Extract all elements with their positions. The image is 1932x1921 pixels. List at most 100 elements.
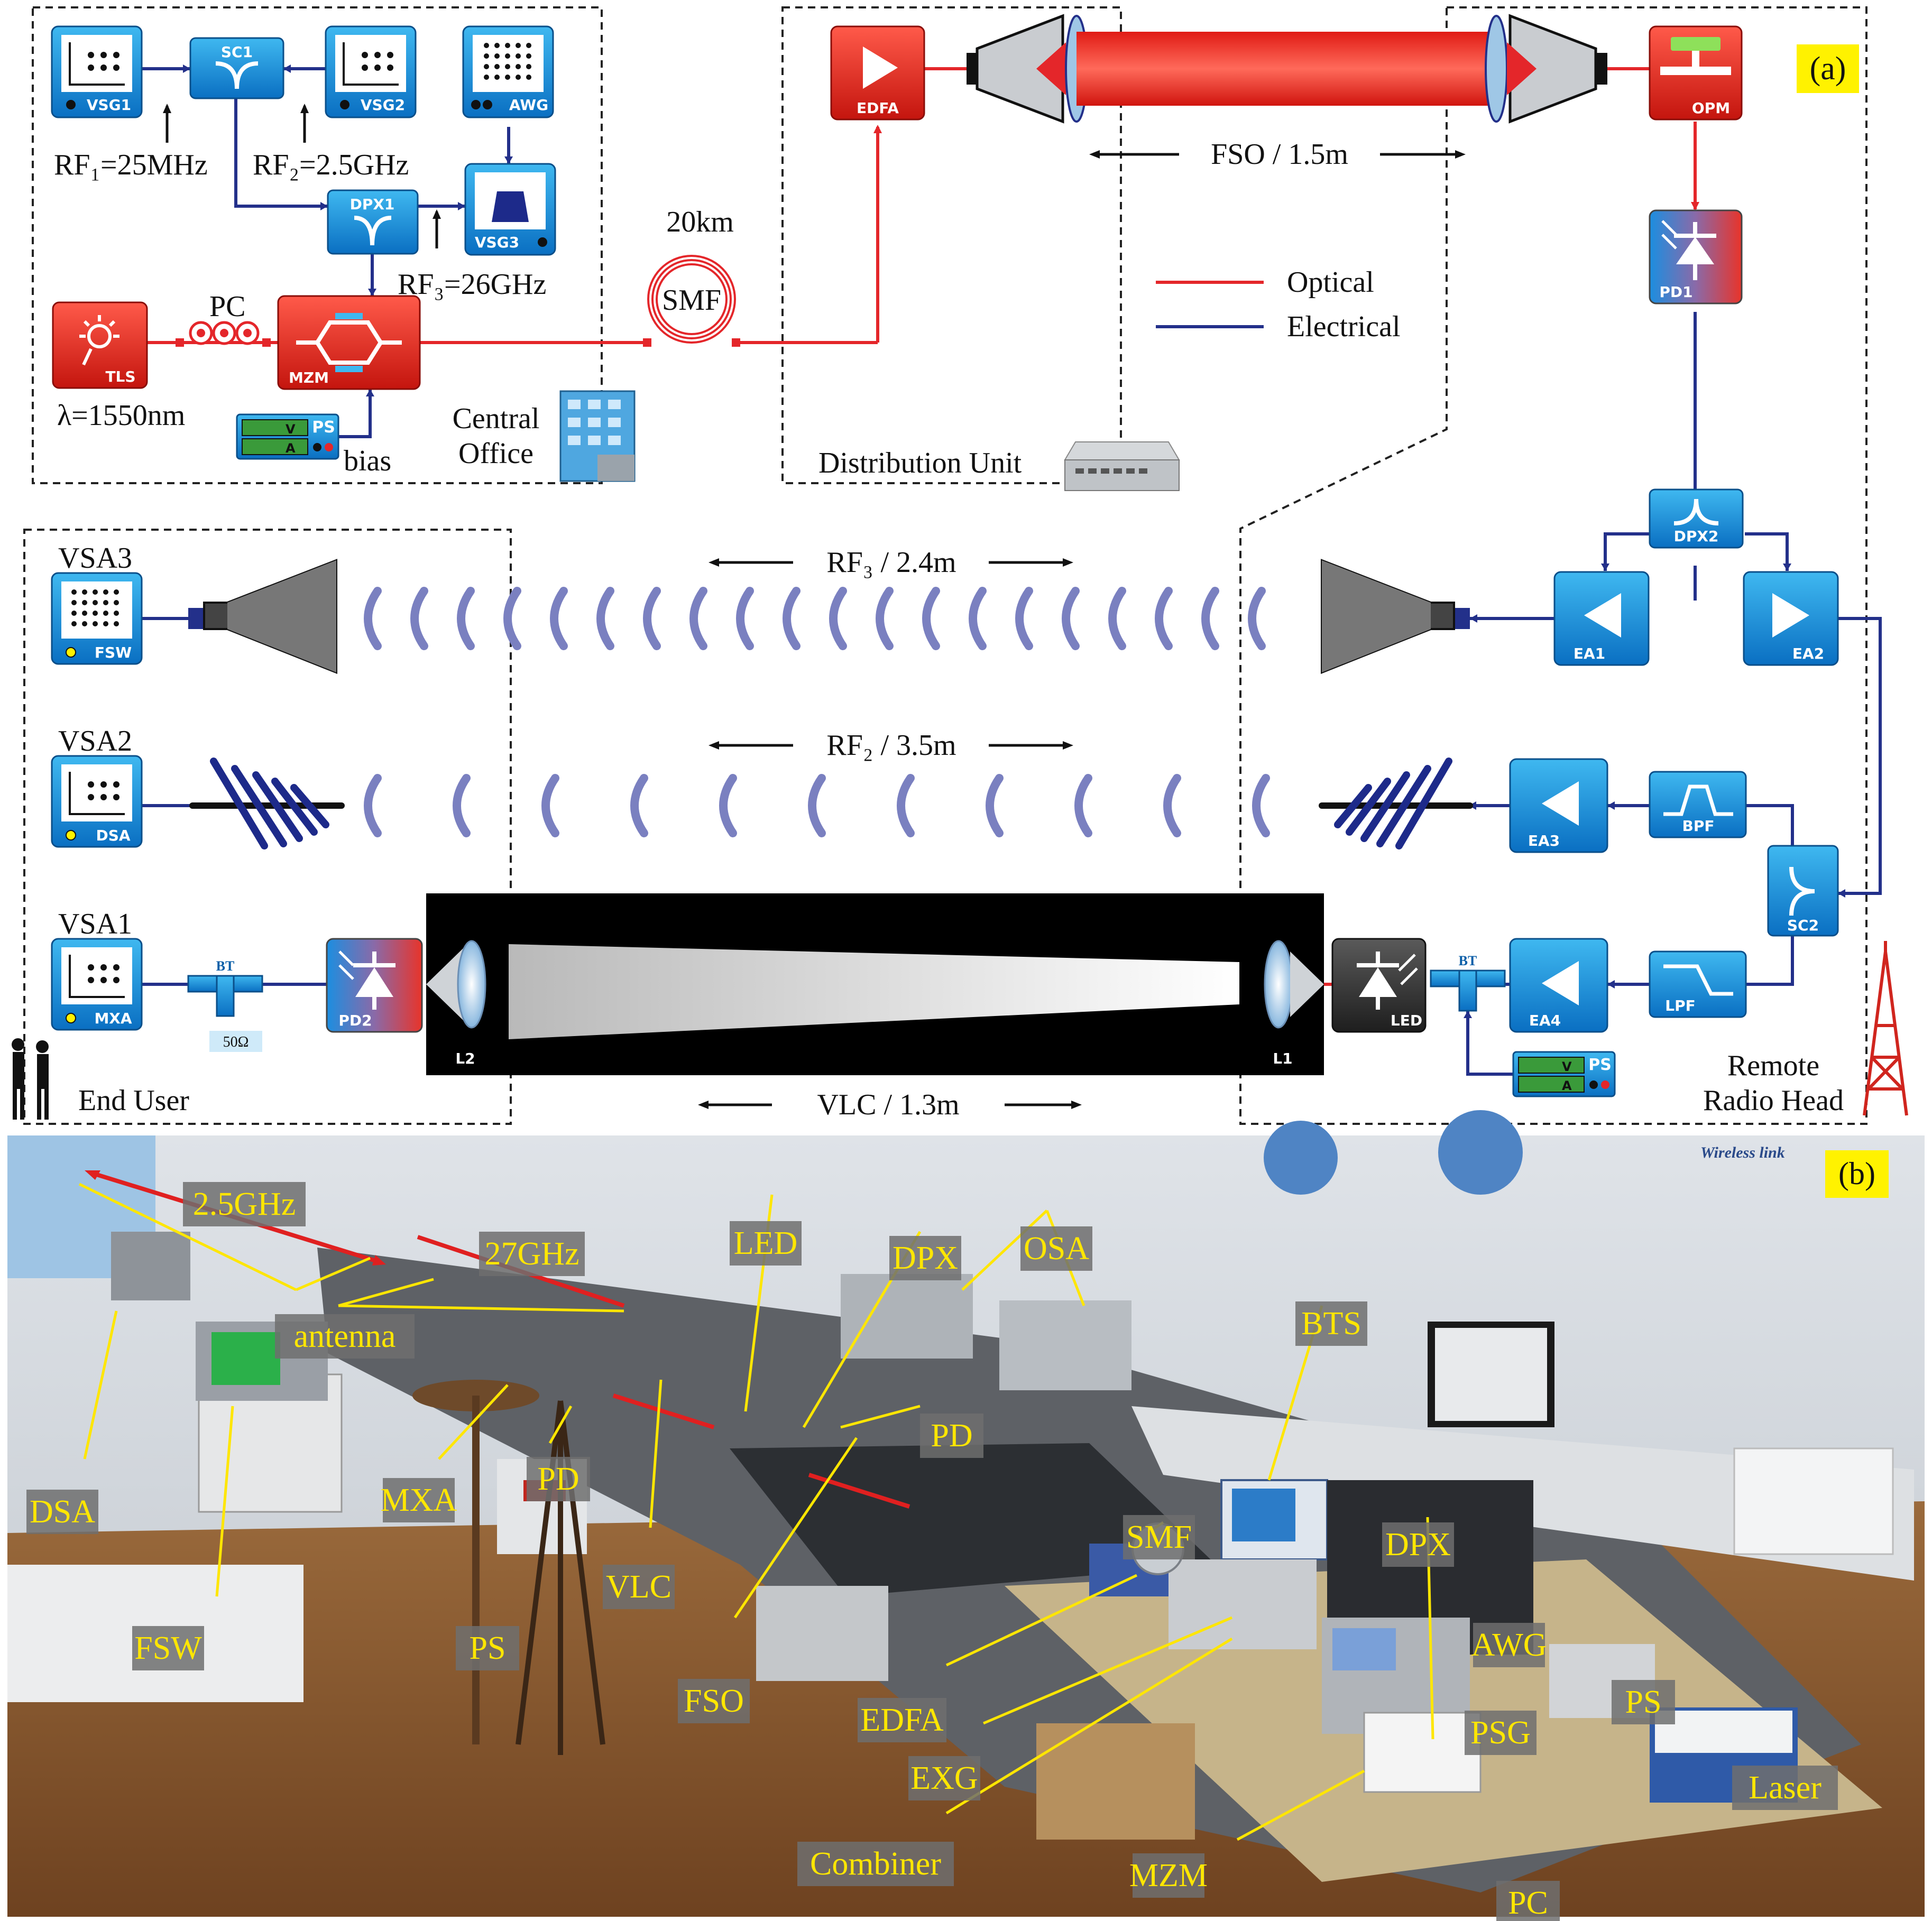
vlc-link: L2 L1: [426, 893, 1324, 1075]
rf3-arc-2: [457, 587, 475, 650]
rf2-arc-1: [453, 774, 471, 837]
label-fso: FSO: [684, 1683, 744, 1719]
rf3-distance-arrows: [703, 561, 1077, 1106]
rf3-arc-18: [1201, 587, 1219, 650]
fifty-ohm-label: 50Ω: [223, 1034, 249, 1050]
label-exg-box: [908, 1756, 980, 1800]
label-dpx-right: DPX: [1385, 1527, 1451, 1563]
svg-text:A: A: [1562, 1078, 1572, 1093]
rf3-wave-arcs: [364, 587, 1266, 650]
fso-distance-label: FSO / 1.5m: [1211, 138, 1348, 171]
label-2-5ghz: 2.5GHz: [193, 1186, 296, 1222]
photo-laser-top: [1655, 1711, 1792, 1753]
pd1-photodiode: PD1: [1649, 209, 1743, 304]
ea4-amplifier: EA4: [1509, 938, 1608, 1033]
mxa-analyzer: MXA: [51, 938, 143, 1031]
label-led: LED: [734, 1225, 798, 1261]
label-laser: Laser: [1749, 1770, 1821, 1806]
ea3-amplifier: EA3: [1509, 758, 1608, 853]
central-office-label-2: Office: [458, 437, 533, 470]
rf-arrowheads: [163, 104, 441, 219]
rf3-arc-9: [783, 587, 801, 650]
rf2-arc-6: [897, 774, 915, 837]
opm-label: OPM: [1692, 99, 1730, 117]
label-smf-box: [1123, 1515, 1195, 1559]
rf2-distance-label: RF₂ / 3.5m: [826, 729, 956, 762]
distribution-unit-server-icon: [1064, 441, 1180, 491]
bt-left-label: BT: [216, 958, 235, 974]
rf2-arc-10: [1252, 774, 1270, 837]
fso-link: [967, 14, 1607, 124]
ea1-label: EA1: [1574, 645, 1605, 662]
rf2-arc-8: [1074, 774, 1092, 837]
rf2-arc-2: [541, 774, 559, 837]
pc-icon: [189, 321, 260, 345]
panel-b-tag-bg: [1825, 1150, 1889, 1198]
dsa-analyzer: DSA: [51, 755, 143, 848]
label-vlc: VLC: [606, 1569, 671, 1605]
rf3-arc-15: [1062, 587, 1080, 650]
dpx1-diplexer: DPX1: [327, 189, 419, 255]
svg-text:V: V: [1562, 1059, 1572, 1074]
led-label: LED: [1391, 1012, 1422, 1029]
label-dsa-box: [26, 1490, 98, 1534]
rf3-arc-7: [689, 587, 707, 650]
wavelength-label: λ=1550nm: [57, 399, 185, 432]
label-ps-left-box: [456, 1626, 519, 1670]
end-user-region: [23, 529, 512, 1125]
l1-label: L1: [1273, 1050, 1292, 1067]
vsg3-label: VSG3: [475, 234, 519, 251]
rf2-arc-5: [808, 774, 826, 837]
label-awg: AWG: [1471, 1627, 1547, 1663]
led-transmitter: LED: [1331, 938, 1427, 1033]
label-psg-box: [1465, 1711, 1537, 1755]
pd1-label: PD1: [1659, 283, 1692, 301]
rf3-arc-10: [829, 587, 847, 650]
rf3-arc-4: [550, 587, 568, 650]
remote-label-1: Remote: [1727, 1049, 1819, 1082]
photo-cardboard-box: [1036, 1723, 1195, 1840]
lpda-antenna-right: [1319, 758, 1473, 849]
wall-text: Wireless link: [1700, 1144, 1785, 1161]
label-edfa-box: [858, 1698, 946, 1742]
panel-a: (a): [12, 6, 1908, 1125]
mxa-label: MXA: [94, 1010, 132, 1027]
panel-b-tag: (b): [1838, 1156, 1875, 1191]
ea2-amplifier: EA2: [1743, 571, 1839, 666]
distribution-unit-region: [781, 6, 1122, 484]
label-combiner-box: [797, 1842, 954, 1886]
label-antenna-box: [275, 1314, 415, 1359]
photo-red-arrowheads: [85, 1170, 386, 1266]
fsw-label: FSW: [95, 644, 132, 661]
label-antenna: antenna: [294, 1318, 396, 1354]
label-bts: BTS: [1301, 1306, 1361, 1342]
bpf-label: BPF: [1682, 817, 1715, 835]
rf2-arc-0: [364, 774, 382, 837]
label-fso-box: [678, 1679, 750, 1723]
label-laser-box: [1732, 1766, 1838, 1810]
legend-electrical: Electrical: [1287, 310, 1401, 343]
label-ps-left: PS: [470, 1630, 506, 1666]
label-ps-right: PS: [1625, 1684, 1662, 1720]
ps-power-supply-bottom: V A PS: [1512, 1051, 1616, 1097]
label-pd-b-box: [527, 1457, 590, 1501]
rf2-arc-3: [630, 774, 648, 837]
bias-label: bias: [344, 445, 391, 477]
tls-label: TLS: [105, 368, 135, 385]
vsg2-label: VSG2: [361, 96, 405, 114]
label-mzm-box: [1133, 1853, 1204, 1898]
remote-radio-head-region: [1239, 6, 1867, 1125]
rf2-label: RF₂=2.5GHz: [253, 149, 409, 181]
photo-psg-screen: [1332, 1628, 1396, 1670]
radio-tower-icon: [1863, 941, 1908, 1116]
label-fsw: FSW: [134, 1630, 202, 1666]
photo-combiner-board: [1363, 1712, 1482, 1793]
wall-disc-2: [1438, 1110, 1523, 1195]
dpx2-label: DPX2: [1674, 528, 1719, 545]
smf-label: SMF: [662, 284, 721, 317]
label-mxa-box: [383, 1478, 455, 1522]
photo-monitor-screen: [1435, 1328, 1547, 1421]
central-office-building-icon: [559, 390, 636, 482]
